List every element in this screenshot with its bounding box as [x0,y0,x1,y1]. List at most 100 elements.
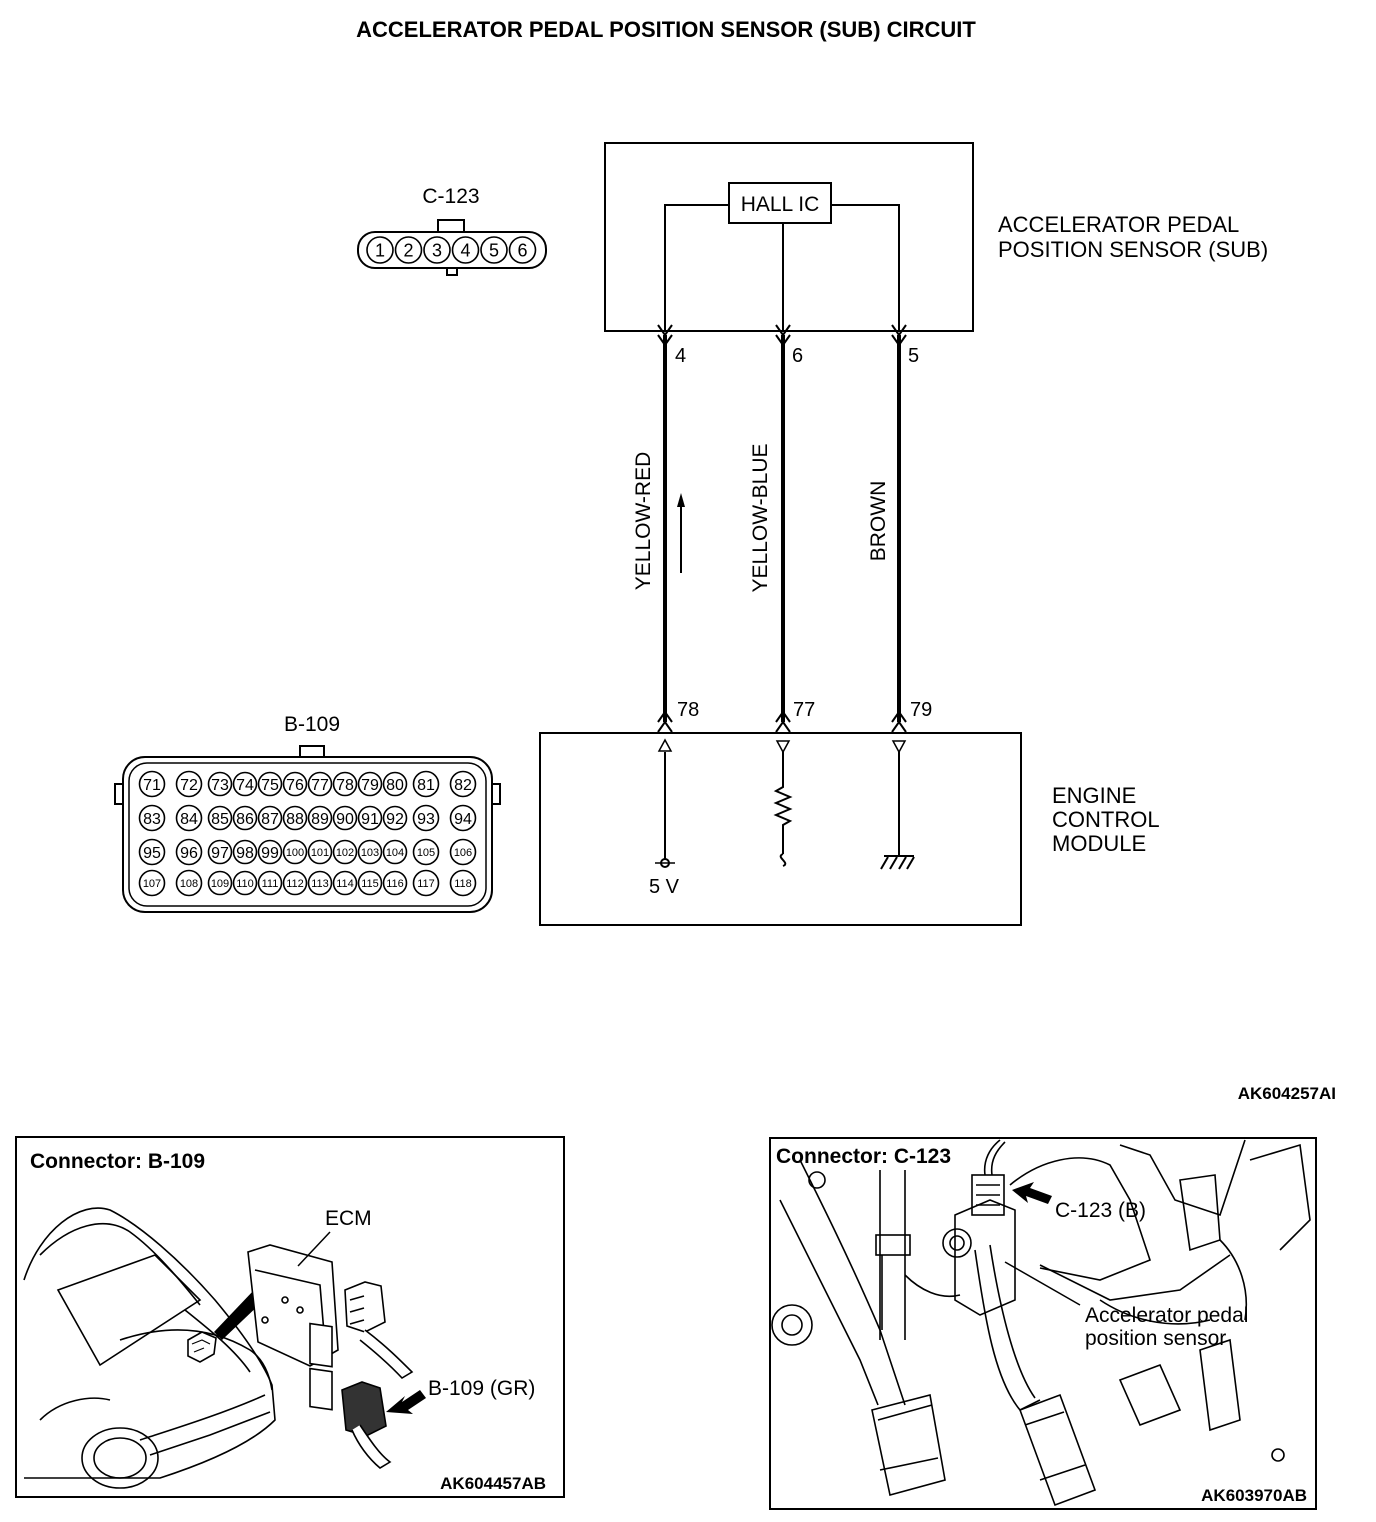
b109-pin-96-circle [175,838,203,866]
b109-pin-75-circle [257,771,283,797]
b109-pin-110-circle [232,870,258,896]
b109-pin-101-circle [307,839,333,865]
panel-left-ecm-label: ECM [325,1207,372,1230]
panel-right-title: Connector: C-123 [776,1145,951,1168]
b109-pin-106-circle [449,838,477,866]
figure-code: AK604257AI [1238,1084,1336,1103]
b109-pin-84-circle [175,804,203,832]
c123-pin-5: 5 [489,240,499,260]
b109-pin-101: 101 [311,847,329,859]
b109-pin-89-circle [307,805,333,831]
b109-pin-74: 74 [236,777,254,794]
b109-pin-80: 80 [386,777,404,794]
b109-pin-103: 103 [361,847,379,859]
b109-pin-83: 83 [143,811,161,828]
panel-left-connector-label: B-109 (GR) [428,1377,535,1400]
b109-pin-108: 108 [180,878,198,890]
wire-color-yellow-blue: YELLOW-BLUE [749,444,772,593]
panel-right-sensor-line1: Accelerator pedal [1085,1304,1248,1327]
wire-color-yellow-red: YELLOW-RED [632,452,655,590]
ecm-pin-79: 79 [910,699,932,721]
b109-pin-95: 95 [143,845,161,862]
wire-yellow-red [657,324,673,733]
ecm-name-line3: MODULE [1052,831,1146,856]
b109-pin-83-circle [138,804,166,832]
sensor-pin-6: 6 [792,345,803,367]
b109-pin-73: 73 [211,777,229,794]
b109-pin-112: 112 [286,878,304,890]
b109-pin-105: 105 [417,847,435,859]
b109-pin-110: 110 [236,878,254,890]
b109-pin-115: 115 [361,878,379,890]
wire-color-brown: BROWN [867,481,890,562]
b109-pin-72-circle [175,770,203,798]
b109-pin-114-circle [332,870,358,896]
b109-pin-91-circle [357,805,383,831]
b109-pin-99-circle [257,839,283,865]
hall-ic-label: HALL IC [741,193,820,216]
b109-pin-87: 87 [261,811,279,828]
b109-pin-72: 72 [180,777,198,794]
b109-pin-74-circle [232,771,258,797]
c123-pin-3: 3 [432,240,442,260]
b109-pin-96: 96 [180,845,198,862]
c123-pin-6-circle [508,236,537,264]
b109-pin-77-circle [307,771,333,797]
b109-pin-84: 84 [180,811,198,828]
sensor-pin-5: 5 [908,345,919,367]
b109-pin-113-circle [307,870,333,896]
b109-pin-76: 76 [286,777,304,794]
ecm-pin-77: 77 [793,699,815,721]
b109-pin-104: 104 [386,847,404,859]
c123-pin-4-circle [451,236,480,264]
sensor-box: HALL IC [604,142,974,332]
b109-pin-94: 94 [454,811,472,828]
b109-pin-114: 114 [336,878,354,890]
b109-pin-118-circle [449,869,477,897]
b109-pin-85: 85 [211,811,229,828]
b109-pin-115-circle [357,870,383,896]
pedal-area-illustration [771,1139,1311,1507]
b109-pin-98: 98 [236,845,254,862]
ecm-unit-illustration [247,1244,414,1469]
ecm-box [539,732,1022,926]
c123-pin-6: 6 [517,240,527,260]
b109-pin-79: 79 [361,777,379,794]
b109-pin-86-circle [232,805,258,831]
b109-pin-105-circle [412,838,440,866]
panel-right-sensor-line2: position sensor [1085,1327,1226,1350]
b109-pin-75: 75 [261,777,279,794]
b109-pin-82-circle [449,770,477,798]
b109-pin-104-circle [382,839,408,865]
b109-pin-100: 100 [286,847,304,859]
b109-pin-107-circle [138,869,166,897]
b109-pin-91: 91 [361,811,379,828]
b109-pin-93-circle [412,804,440,832]
wire-brown [891,324,907,733]
b109-pin-81: 81 [417,777,435,794]
c123-pin-5-circle [480,236,508,264]
connector-b109-label: B-109 [284,713,340,736]
b109-pointer-arrow [386,1390,426,1414]
b109-pin-78-circle [332,771,358,797]
b109-pin-97-circle [207,839,233,865]
b109-pin-82: 82 [454,777,472,794]
b109-pin-112-circle [282,870,308,896]
panel-right-connector-label: C-123 (B) [1055,1199,1146,1222]
b109-pin-118: 118 [454,878,472,890]
b109-pin-80-circle [382,771,408,797]
c123-pin-2-circle [394,236,423,264]
b109-pin-71-circle [138,770,166,798]
b109-pin-117-circle [412,869,440,897]
b109-pin-90: 90 [336,811,354,828]
b109-pin-90-circle [332,805,358,831]
panel-b109-location: Connector: B-109 [15,1136,565,1498]
c123-pointer-arrow [1012,1182,1052,1204]
b109-pin-99: 99 [261,845,279,862]
b109-pin-93: 93 [417,811,435,828]
ecm-name-line1: ENGINE [1052,783,1136,808]
hall-ic-box [728,182,832,224]
b109-pin-106: 106 [454,847,472,859]
current-direction-arrow [677,493,685,573]
